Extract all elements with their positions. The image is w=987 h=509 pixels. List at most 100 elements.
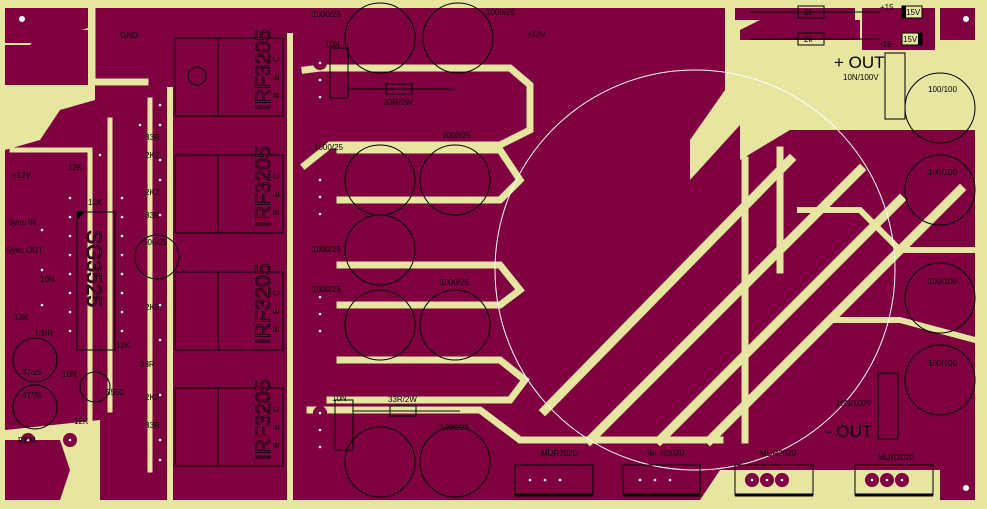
pin-b: B [272,443,281,448]
resistor-label: 2K2 [145,303,160,312]
drill-hole [318,445,322,449]
cap-label: 100/100 [928,359,957,368]
drill-hole [68,310,72,314]
plus15-label: +15 [880,3,894,12]
isolation-gaps [2,4,979,503]
drill-hole [98,153,102,157]
cap-label: 1000/25 [486,8,515,17]
pin-e: E [272,192,281,197]
drill-hole [158,213,162,217]
drill-hole [158,438,162,442]
drill-hole [158,303,162,307]
sync-out-label: Sync OUT [6,246,43,255]
drill-hole [318,411,322,415]
drill-hole [318,195,322,199]
mosfet-part: IRF3205 [252,29,275,110]
transistor-label: 5550 [106,388,124,397]
cap-label: 10N [40,275,55,284]
cap-label: 10N/100V [843,73,879,82]
copper-layer [5,8,975,500]
drill-hole [120,196,124,200]
resistor-label: 2k [804,35,813,44]
cap-label: 10N [62,370,77,379]
pin-c: C [272,406,281,412]
mosfet-part: IRF3205 [252,263,275,344]
mosfet-part: IRF3205 [252,146,275,227]
drill-hole [120,329,124,333]
resistor-label: 2k [804,8,813,17]
drill-hole [668,478,672,482]
drill-hole [318,78,322,82]
drill-hole [120,253,124,257]
drill-hole [543,478,547,482]
pin-e: E [272,425,281,430]
drill-hole [558,478,562,482]
drill-hole [68,234,72,238]
resistor-label: 33R [145,211,160,220]
cap-label: 1000/25 [314,143,343,152]
drill-hole [40,228,44,232]
drill-hole [653,478,657,482]
drill-hole [68,196,72,200]
pin-b: B [272,210,281,215]
pin-b: B [272,327,281,332]
rectifier-diodes: MUR2020 MUR2020 MUR2020 MUR2020 [514,449,934,497]
cap-label: 1000/25 [312,245,341,254]
drill-hole [120,291,124,295]
drill-hole [318,329,322,333]
resistor-label: 33R/2W [384,98,413,107]
pin-c: C [272,173,281,179]
drill-hole [138,123,142,127]
v12-label: +12V [527,30,547,39]
resistor-label: 100R [34,329,53,338]
pin-b: B [272,93,281,98]
diode-label: MUR2020 [760,449,797,458]
cap-label: 1000/25 [442,131,471,140]
drill-hole [885,478,889,482]
control-section: GND +12V +12V Sync IN Sync OUT REM SG352… [6,30,547,445]
drill-hole [158,338,162,342]
mounting-holes [15,12,972,494]
drill-hole [40,303,44,307]
cap-label: 10N [325,40,340,49]
drill-hole [750,478,754,482]
drill-hole [318,428,322,432]
cap-label: 100/25 [143,238,168,247]
resistor-label: 33R [140,360,155,369]
pin-e: E [272,309,281,314]
zener-label: 15V [903,35,918,44]
drill-hole [765,478,769,482]
sync-in-label: Sync IN [8,218,36,227]
drill-hole [318,61,322,65]
resistor-label: 2K2 [145,188,160,197]
pin-c: C [272,290,281,296]
cap-label: 1000/25 [312,285,341,294]
pads [21,56,909,487]
drill-hole [120,215,124,219]
zener-label: 15V [906,8,921,17]
cap-label: 100/100 [928,168,957,177]
cap-label: 100/100 [928,85,957,94]
drill-hole [158,393,162,397]
neg-out-label: - OUT [826,422,872,441]
cap-label: 1000/25 [440,278,469,287]
cap-label: 47/25 [22,391,43,400]
drill-hole [68,291,72,295]
toroid-outline [494,69,896,471]
v12-input-label: +12V [12,171,32,180]
mosfet-4: IRF3205 B E C [174,379,284,467]
drill-hole [318,312,322,316]
cap-label: 1000/25 [440,423,469,432]
pos-out-label: + OUT [834,53,885,72]
resistor-label: 33R [145,133,160,142]
drill-hole [318,212,322,216]
mosfet-1: IRF3205 B E C [174,29,284,117]
resistor-label: 33R [145,421,160,430]
drill-hole [158,158,162,162]
drill-hole [26,438,30,442]
drill-hole [870,478,874,482]
drill-hole [68,272,72,276]
resistor-label: 12K [68,163,83,172]
ic-label: SG3525 [82,230,105,307]
